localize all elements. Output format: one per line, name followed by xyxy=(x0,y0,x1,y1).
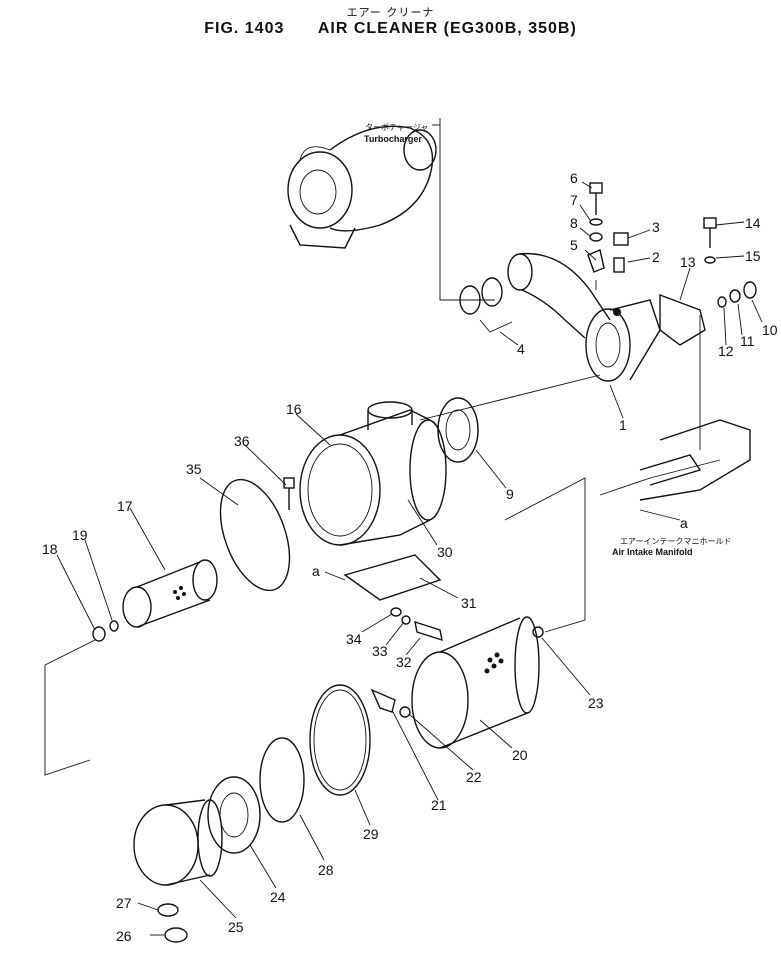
turbocharger-label-jp: ターボチャージャ xyxy=(365,123,428,132)
callout-10: 10 xyxy=(762,322,778,338)
intake-manifold-drawing xyxy=(599,419,751,521)
callout-31: 31 xyxy=(461,595,477,611)
callout-6: 6 xyxy=(570,170,578,186)
ref-a-manifold: a xyxy=(680,515,688,531)
callout-1: 1 xyxy=(619,417,627,433)
callout-24: 24 xyxy=(270,889,286,905)
callout-16: 16 xyxy=(286,401,302,417)
callout-23: 23 xyxy=(588,695,604,711)
manifold-label-jp: エアーインテークマニホールド xyxy=(620,537,732,546)
leader-lines xyxy=(44,181,763,936)
manifold-label: Air Intake Manifold xyxy=(612,547,693,557)
callout-2: 2 xyxy=(652,249,660,265)
callout-29: 29 xyxy=(363,826,379,842)
callout-13: 13 xyxy=(680,254,696,270)
inner-element-drawing xyxy=(122,559,218,628)
figure-title: FIG. 1403 AIR CLEANER (EG300B, 350B) xyxy=(0,20,781,38)
outer-element-drawing xyxy=(411,616,540,749)
callout-15: 15 xyxy=(745,248,761,264)
ref-a-sheet: a xyxy=(312,563,320,579)
callout-7: 7 xyxy=(570,192,578,208)
turbocharger-label: Turbocharger xyxy=(364,134,422,144)
callout-19: 19 xyxy=(72,527,88,543)
callout-4: 4 xyxy=(517,341,525,357)
callout-17: 17 xyxy=(117,498,133,514)
turbocharger-drawing xyxy=(287,125,437,249)
figure-number: FIG. 1403 xyxy=(204,20,285,37)
callout-35: 35 xyxy=(186,461,202,477)
callout-11: 11 xyxy=(740,333,755,349)
callout-14: 14 xyxy=(745,215,761,231)
callout-20: 20 xyxy=(512,747,528,763)
callout-9: 9 xyxy=(506,486,514,502)
callout-30: 30 xyxy=(437,544,453,560)
figure-name: AIR CLEANER (EG300B, 350B) xyxy=(317,20,577,37)
callout-18: 18 xyxy=(42,541,58,557)
callout-26: 26 xyxy=(116,928,132,944)
callout-27: 27 xyxy=(116,895,132,911)
dust-cup-drawing xyxy=(133,684,371,886)
callout-34: 34 xyxy=(346,631,362,647)
callout-32: 32 xyxy=(396,654,412,670)
callout-5: 5 xyxy=(570,237,578,253)
callout-8: 8 xyxy=(570,215,578,231)
callout-21: 21 xyxy=(431,797,447,813)
jp-title: エアー クリーナ xyxy=(346,6,435,19)
callout-3: 3 xyxy=(652,219,660,235)
callout-28: 28 xyxy=(318,862,334,878)
air-cleaner-body-drawing xyxy=(299,401,447,546)
callout-25: 25 xyxy=(228,919,244,935)
elbow-pipe-drawing xyxy=(507,252,661,382)
callout-36: 36 xyxy=(234,433,250,449)
callout-22: 22 xyxy=(466,769,482,785)
callout-33: 33 xyxy=(372,643,388,659)
callout-12: 12 xyxy=(718,343,734,359)
callout-numbers: 1 2 3 4 5 6 7 8 9 10 11 12 13 14 15 16 1… xyxy=(42,170,778,944)
